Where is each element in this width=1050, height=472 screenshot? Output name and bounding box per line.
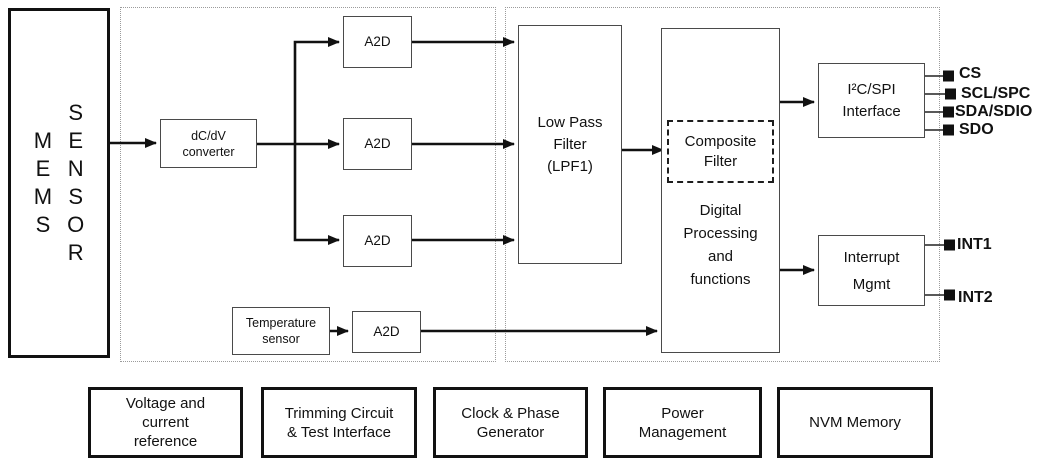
a2d-label-temp: A2D	[373, 324, 400, 339]
clock-phase-generator-label: Clock & Phase Generator	[461, 404, 560, 441]
a2d-label-2: A2D	[364, 136, 391, 151]
mems-letters: M E M S	[33, 128, 53, 237]
mems-sensor-label: M E M S S E N S O R	[34, 99, 84, 267]
a2d-block-1: A2D	[343, 16, 412, 68]
analog-section-container	[120, 7, 496, 362]
temperature-sensor-block: Temperature sensor	[232, 307, 330, 355]
a2d-label-3: A2D	[364, 233, 391, 248]
temperature-sensor-label: Temperature sensor	[245, 316, 317, 346]
clock-phase-generator-block: Clock & Phase Generator	[433, 387, 588, 458]
trimming-circuit-block: Trimming Circuit & Test Interface	[261, 387, 417, 458]
dcdv-converter-label: dC/dV converter	[182, 128, 235, 159]
pin-label-int1: INT1	[957, 236, 992, 253]
nvm-memory-label: NVM Memory	[809, 414, 901, 431]
a2d-block-2: A2D	[343, 118, 412, 170]
nvm-memory-block: NVM Memory	[777, 387, 933, 458]
dcdv-converter-block: dC/dV converter	[160, 119, 257, 168]
trimming-circuit-label: Trimming Circuit & Test Interface	[284, 404, 394, 441]
low-pass-filter-label: Low Pass Filter (LPF1)	[537, 113, 603, 175]
composite-filter-label: Composite Filter	[684, 132, 757, 170]
voltage-current-reference-block: Voltage and current reference	[88, 387, 243, 458]
power-management-label: Power Management	[638, 404, 727, 441]
pin-label-sda-sdio: SDA/SDIO	[955, 103, 1033, 120]
i2c-spi-interface-label: I²C/SPI Interface	[842, 80, 901, 120]
pin-label-cs: CS	[959, 65, 982, 82]
pin-label-sdo: SDO	[959, 121, 994, 138]
mems-sensor-block: M E M S S E N S O R	[8, 8, 110, 358]
a2d-block-temp: A2D	[352, 311, 421, 353]
interrupt-mgmt-label: Interrupt Mgmt	[843, 248, 900, 293]
voltage-current-reference-label: Voltage and current reference	[125, 395, 206, 450]
a2d-block-3: A2D	[343, 215, 412, 267]
digital-processing-label: Digital Processing and functions	[683, 202, 758, 288]
pin-square-markers	[943, 70, 956, 301]
a2d-label-1: A2D	[364, 34, 391, 49]
low-pass-filter-block: Low Pass Filter (LPF1)	[518, 25, 622, 264]
i2c-spi-interface-block: I²C/SPI Interface	[818, 63, 925, 138]
power-management-block: Power Management	[603, 387, 762, 458]
interrupt-mgmt-block: Interrupt Mgmt	[818, 235, 925, 306]
digital-processing-block: Composite Filter Digital Processing and …	[661, 28, 780, 353]
sensor-letters: S E N S O R	[67, 100, 85, 265]
pin-label-int2: INT2	[958, 289, 993, 306]
pin-label-scl-spc: SCL/SPC	[961, 85, 1031, 102]
composite-filter-block: Composite Filter	[667, 120, 774, 183]
digital-section-container	[505, 7, 940, 362]
